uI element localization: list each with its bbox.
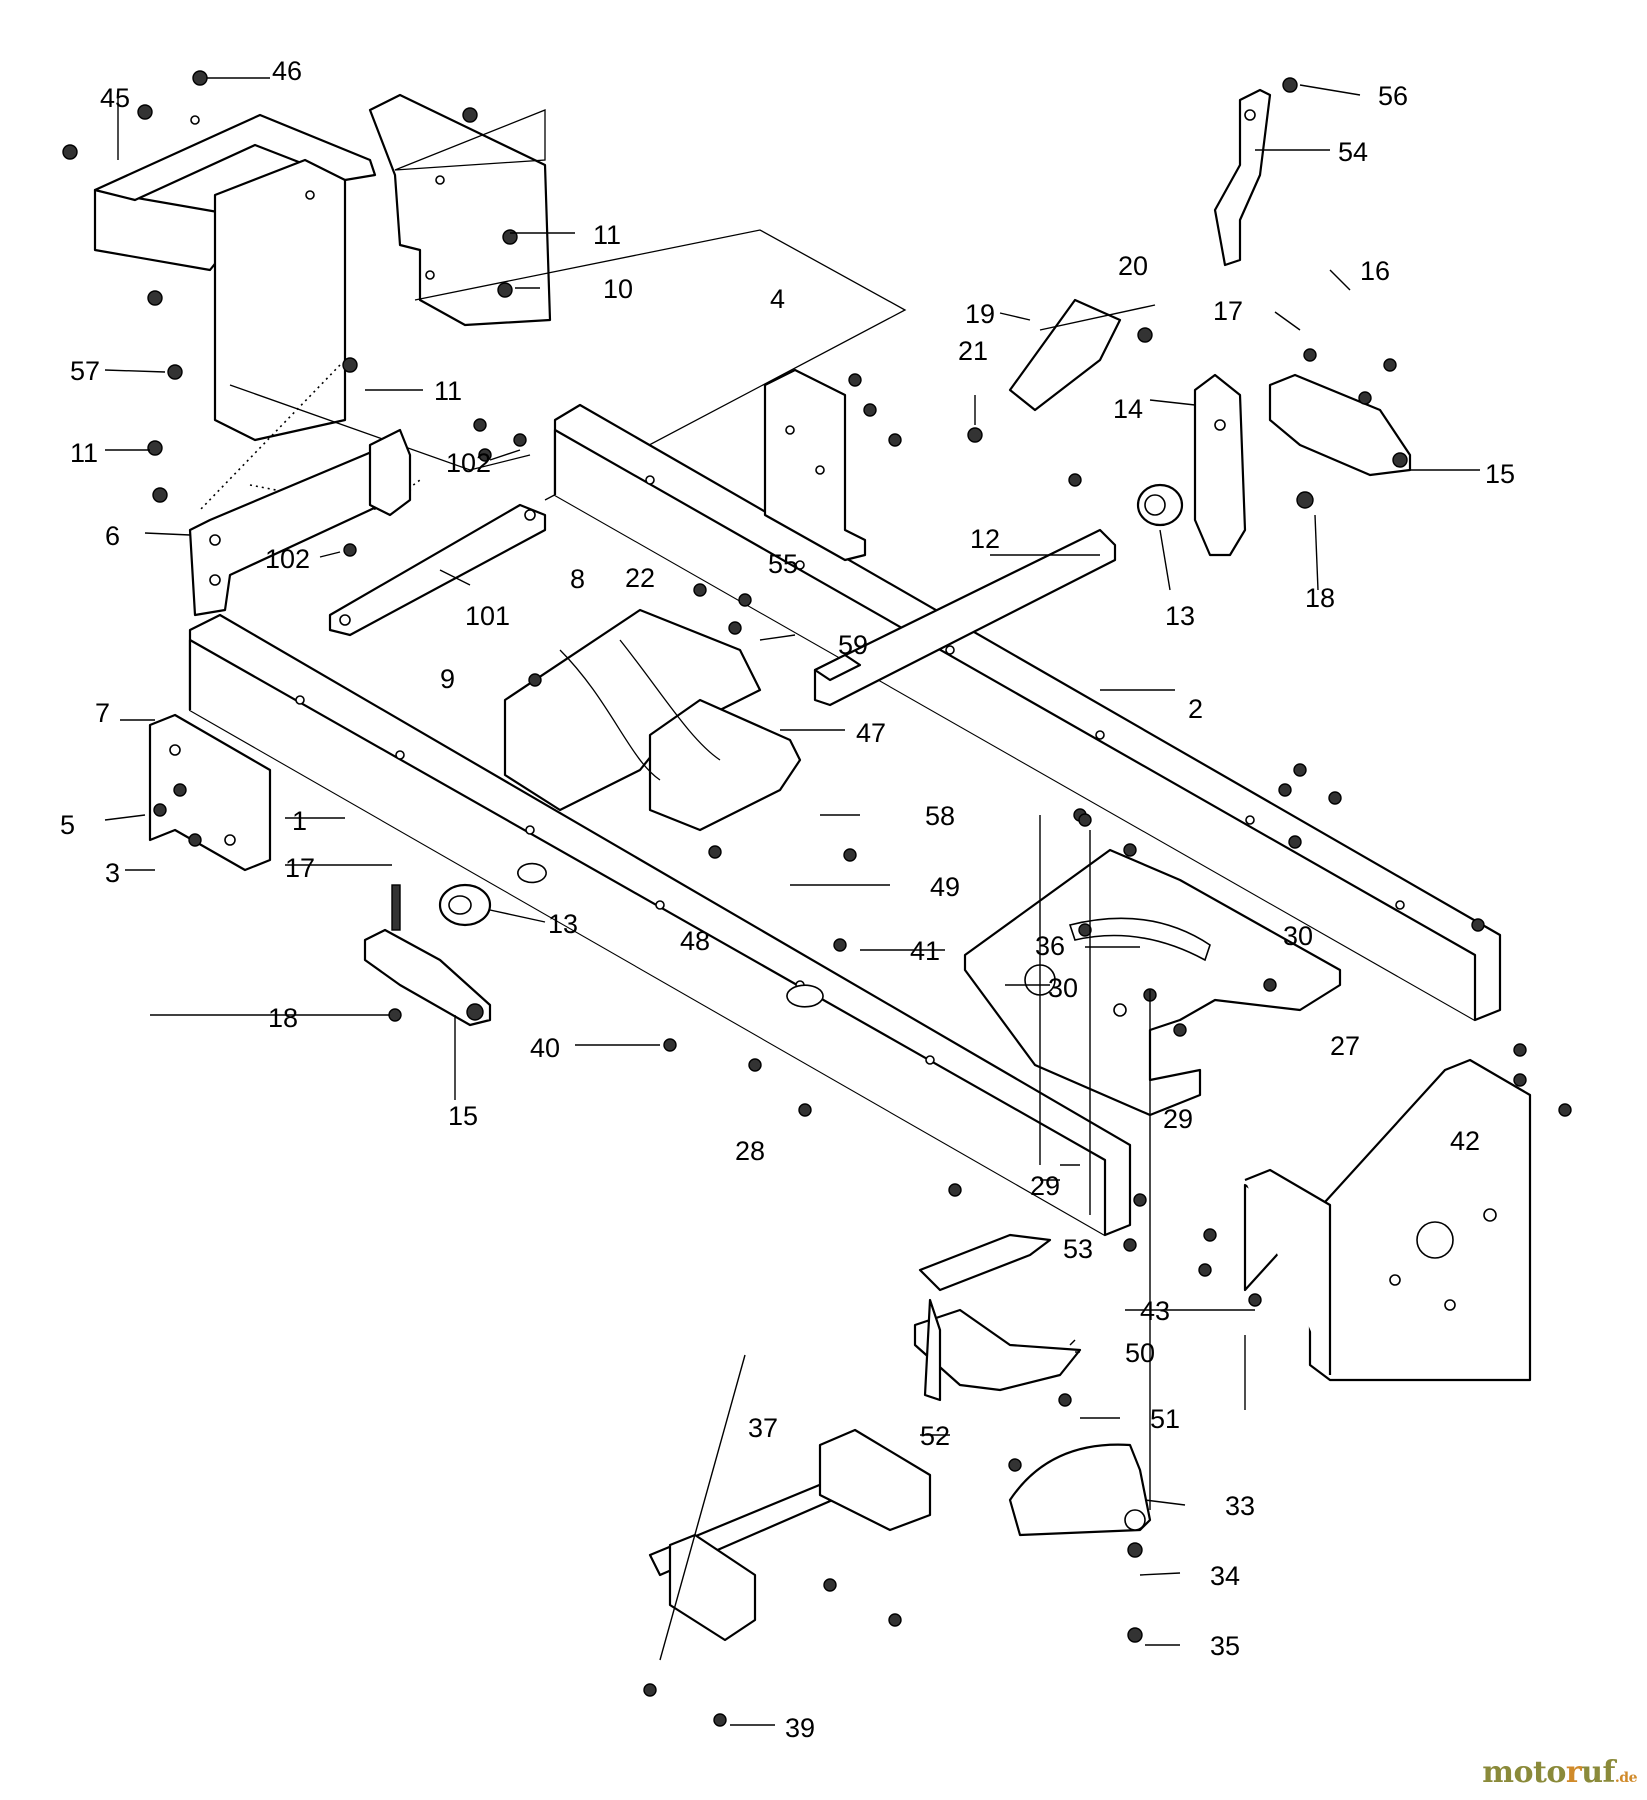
- label-102: 102: [265, 544, 310, 574]
- label-53: 53: [1063, 1234, 1093, 1264]
- motoruf-watermark-logo: motoruf.de: [1482, 1755, 1637, 1790]
- part-6-front-bracket: [188, 428, 412, 617]
- label-1: 1: [292, 806, 307, 836]
- label-9: 9: [440, 664, 455, 694]
- label-20: 20: [1118, 251, 1148, 281]
- label-15: 15: [448, 1101, 478, 1131]
- part-15-hinge-bracket-right: [1268, 373, 1412, 477]
- label-17: 17: [1213, 296, 1243, 326]
- label-43: 43: [1140, 1296, 1170, 1326]
- label-30: 30: [1048, 973, 1078, 1003]
- label-102: 102: [446, 448, 491, 478]
- part-101-link-bar: [328, 503, 547, 637]
- label-27: 27: [1330, 1031, 1360, 1061]
- label-49: 49: [930, 872, 960, 902]
- label-36: 36: [1035, 931, 1065, 961]
- part-37-pedal-shaft: [648, 1428, 932, 1642]
- label-54: 54: [1338, 137, 1368, 167]
- label-15: 15: [1485, 459, 1515, 489]
- label-16: 16: [1360, 256, 1390, 286]
- part-33-gear-sector: [1008, 1443, 1152, 1537]
- label-12: 12: [970, 524, 1000, 554]
- label-59: 59: [838, 630, 868, 660]
- label-101: 101: [465, 601, 510, 631]
- label-57: 57: [70, 356, 100, 386]
- label-40: 40: [530, 1033, 560, 1063]
- part-3-bracket: [148, 713, 272, 872]
- label-11: 11: [70, 438, 98, 468]
- label-28: 28: [735, 1136, 765, 1166]
- label-2: 2: [1188, 694, 1203, 724]
- label-34: 34: [1210, 1561, 1240, 1591]
- label-30: 30: [1283, 921, 1313, 951]
- label-47: 47: [856, 718, 886, 748]
- label-22: 22: [625, 563, 655, 593]
- part-labels: 46 45 11 10 57 11 11 102 6 102 101 7 4 8…: [60, 56, 1515, 1743]
- label-14: 14: [1113, 394, 1143, 424]
- label-13: 13: [1165, 601, 1195, 631]
- label-29: 29: [1163, 1104, 1193, 1134]
- part-4-bracket: [763, 368, 867, 562]
- label-58: 58: [925, 801, 955, 831]
- label-21: 21: [958, 336, 988, 366]
- part-42-rear-housing: [1243, 1058, 1532, 1382]
- label-46: 46: [272, 56, 302, 86]
- label-37: 37: [748, 1413, 778, 1443]
- label-56: 56: [1378, 81, 1408, 111]
- part-13-bushing-left: [438, 883, 492, 927]
- label-18: 18: [1305, 583, 1335, 613]
- label-5: 5: [60, 810, 75, 840]
- label-19: 19: [965, 299, 995, 329]
- label-48: 48: [680, 926, 710, 956]
- label-11: 11: [593, 220, 621, 250]
- label-8: 8: [570, 564, 585, 594]
- label-18: 18: [268, 1003, 298, 1033]
- leader-lines: [104, 77, 1480, 1726]
- part-17-bolt-left: [391, 884, 401, 931]
- part-54-lever: [1213, 88, 1272, 267]
- part-53-pedal: [913, 1233, 1082, 1402]
- label-42: 42: [1450, 1126, 1480, 1156]
- part-27-pivot-plate: [963, 848, 1342, 1117]
- label-6: 6: [105, 521, 120, 551]
- label-3: 3: [105, 858, 120, 888]
- label-45: 45: [100, 83, 130, 113]
- part-2-main-frame-rail: [553, 403, 1502, 1022]
- label-11: 11: [434, 376, 462, 406]
- label-51: 51: [1150, 1404, 1180, 1434]
- label-10: 10: [603, 274, 633, 304]
- part-1-main-frame-rail: [188, 613, 1132, 1237]
- label-33: 33: [1225, 1491, 1255, 1521]
- label-7: 7: [95, 698, 110, 728]
- part-14-plate: [1193, 373, 1247, 557]
- label-29: 29: [1030, 1171, 1060, 1201]
- label-17: 17: [285, 853, 315, 883]
- label-13: 13: [548, 909, 578, 939]
- label-52: 52: [920, 1421, 950, 1451]
- part-8-pedal-plate: [503, 608, 802, 832]
- misc-fasteners: [153, 77, 1572, 1727]
- label-4: 4: [770, 284, 785, 314]
- label-41: 41: [910, 936, 940, 966]
- label-35: 35: [1210, 1631, 1240, 1661]
- label-55: 55: [768, 549, 798, 579]
- part-45-seat-bracket: [93, 93, 552, 442]
- label-39: 39: [785, 1713, 815, 1743]
- part-13-bushing-right: [1136, 483, 1184, 527]
- seat-bracket-bolts: [62, 70, 518, 503]
- part-12-cross-tube: [813, 528, 1117, 707]
- label-50: 50: [1125, 1338, 1155, 1368]
- part-15-hinge-bracket-left: [363, 928, 492, 1027]
- part-19-bracket: [1008, 298, 1122, 412]
